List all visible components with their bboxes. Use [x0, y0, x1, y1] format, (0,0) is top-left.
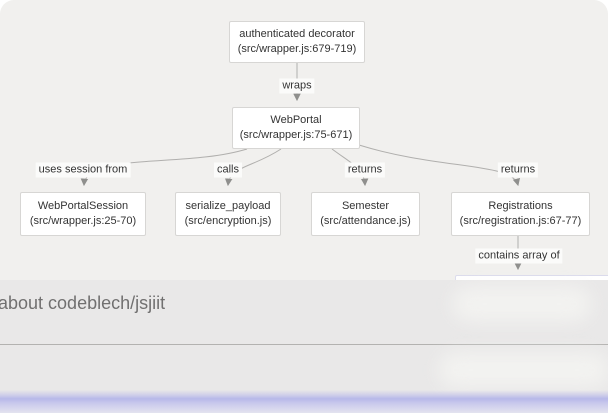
- edge-returns-registrations: [358, 144, 520, 187]
- node-subtitle: (src/registration.js:67-77): [459, 215, 582, 227]
- node-authenticated-decorator[interactable]: authenticated decorator (src/wrapper.js:…: [229, 21, 365, 63]
- node-title: authenticated decorator: [239, 28, 355, 40]
- node-serialize-payload[interactable]: serialize_payload (src/encryption.js): [175, 192, 281, 236]
- node-title: WebPortal: [270, 114, 322, 126]
- node-webportal[interactable]: WebPortal (src/wrapper.js:75-671): [232, 107, 360, 149]
- edge-calls: [224, 148, 282, 187]
- node-subtitle: (src/encryption.js): [184, 215, 272, 227]
- node-subtitle: (src/attendance.js): [320, 215, 411, 227]
- edge-label-uses-session-from: uses session from: [35, 162, 131, 178]
- edge-label-calls: calls: [213, 162, 243, 178]
- frosted-blob: [438, 352, 608, 388]
- edge-label-returns-semester: returns: [344, 162, 386, 178]
- edge-label-wraps: wraps: [279, 78, 315, 94]
- node-registrations[interactable]: Registrations (src/registration.js:67-77…: [451, 192, 590, 236]
- node-webportalsession[interactable]: WebPortalSession (src/wrapper.js:25-70): [20, 192, 146, 236]
- node-title: Registrations: [488, 200, 553, 212]
- node-semester[interactable]: Semester (src/attendance.js): [311, 192, 420, 236]
- ask-input-text[interactable]: about codeblech/jsjiit: [0, 293, 166, 313]
- node-title: WebPortalSession: [37, 200, 129, 212]
- node-cutoff-partial: [455, 275, 608, 281]
- frosted-blob: [452, 286, 592, 322]
- dependency-diagram: authenticated decorator (src/wrapper.js:…: [20, 21, 608, 281]
- bottom-accent-glow: [0, 390, 608, 413]
- ask-overlay[interactable]: about codeblech/jsjiit: [0, 280, 608, 413]
- node-subtitle: (src/wrapper.js:75-671): [239, 129, 353, 141]
- node-subtitle: (src/wrapper.js:679-719): [237, 43, 357, 55]
- node-title: serialize_payload: [185, 200, 271, 212]
- overlay-divider: [0, 344, 608, 345]
- edge-label-returns-registrations: returns: [497, 162, 539, 178]
- node-subtitle: (src/wrapper.js:25-70): [29, 215, 137, 227]
- node-title: Semester: [341, 200, 390, 212]
- edge-label-contains-array-of: contains array of: [475, 248, 563, 264]
